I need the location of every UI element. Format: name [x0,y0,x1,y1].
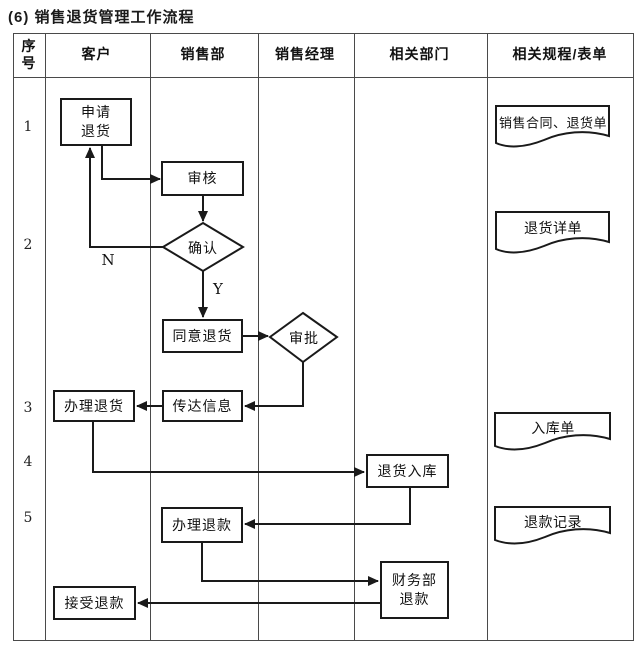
header-customer: 客户 [81,46,112,62]
header-manager: 销售经理 [275,46,335,62]
row-number-5: 5 [23,510,33,526]
header-departments: 相关部门 [389,46,450,62]
branch-label-no: N [101,251,115,269]
node-convey-info: 传达信息 [162,390,243,422]
node-apply-line1: 申请 [81,104,111,120]
node-finance-line2: 退款 [399,591,430,607]
approve-diamond-label: 审批 [289,330,319,346]
node-warehouse-in: 退货入库 [366,454,449,488]
header-seq: 序号 [21,37,36,71]
node-warehouse-label: 退货入库 [377,462,438,479]
node-agree-return: 同意退货 [162,319,243,353]
row-number-1: 1 [23,119,33,135]
node-handle-return: 办理退货 [53,390,135,422]
branch-label-yes: Y [213,280,223,298]
document-label-refund: 退款记录 [524,514,582,530]
node-finance-refund: 财务部 退款 [380,561,449,619]
column-divider [258,34,259,640]
row-number-4: 4 [23,454,33,470]
column-divider [150,34,151,640]
header-sales: 销售部 [180,46,226,62]
node-convey-label: 传达信息 [172,397,233,414]
page-title: (6) 销售退货管理工作流程 [8,9,195,26]
column-divider [487,34,488,640]
row-number-2: 2 [23,237,33,253]
node-review-label: 审核 [187,170,218,186]
confirm-diamond-label: 确认 [188,240,218,256]
node-apply-return: 申请 退货 [60,98,132,146]
document-label-detail: 退货详单 [524,220,582,236]
column-divider [354,34,355,640]
node-refund: 办理退款 [161,507,243,543]
node-refund-label: 办理退款 [172,516,232,533]
node-finance-line1: 财务部 [392,572,437,588]
header-divider [14,77,633,78]
row-number-3: 3 [23,400,33,416]
node-agree-label: 同意退货 [172,327,233,344]
header-forms: 相关规程/表单 [512,46,608,62]
node-apply-line2: 退货 [81,123,111,139]
node-accept-refund: 接受退款 [53,586,136,620]
node-handle-label: 办理退货 [64,397,124,414]
column-divider [45,34,46,640]
node-accept-label: 接受退款 [64,594,125,611]
document-label-contract: 销售合同、退货单 [498,115,608,131]
node-review: 审核 [161,161,244,196]
document-label-warehouse: 入库单 [531,420,575,436]
